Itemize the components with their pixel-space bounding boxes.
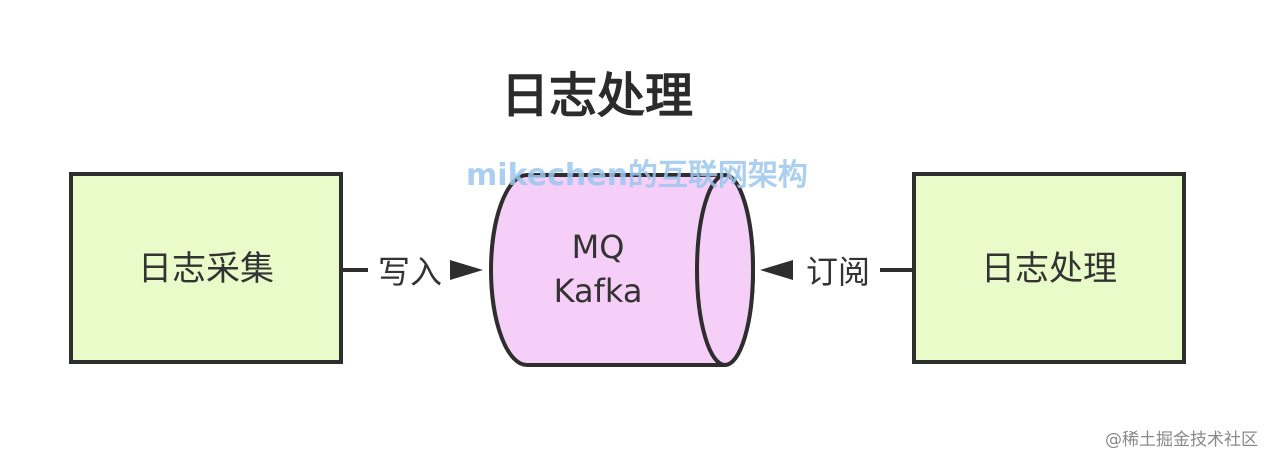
subscribe-edge-label: 订阅 <box>806 253 870 291</box>
subscribe-arrow-head <box>760 260 793 280</box>
write-arrow-head <box>450 260 483 280</box>
log-collect-label: 日志采集 <box>138 249 274 289</box>
watermark-text: mikechen的互联网架构 <box>466 158 808 193</box>
log-collect-box <box>69 172 343 364</box>
mq-label-line2: Kafka <box>554 272 643 310</box>
diagram-title: 日志处理 <box>501 68 693 124</box>
log-process-node: 日志处理 <box>912 172 1186 364</box>
corner-watermark: @稀土掘金技术社区 <box>1105 430 1258 450</box>
log-process-label: 日志处理 <box>981 249 1117 289</box>
log-process-box <box>912 172 1186 364</box>
log-collect-node: 日志采集 <box>69 172 343 364</box>
mq-kafka-node: MQ Kafka <box>489 173 755 367</box>
write-edge-label: 写入 <box>378 253 442 291</box>
mq-label-line1: MQ <box>572 228 625 266</box>
subscribe-edge: 订阅 <box>760 253 913 291</box>
mq-cylinder-end <box>695 173 755 367</box>
write-edge: 写入 <box>343 253 483 291</box>
